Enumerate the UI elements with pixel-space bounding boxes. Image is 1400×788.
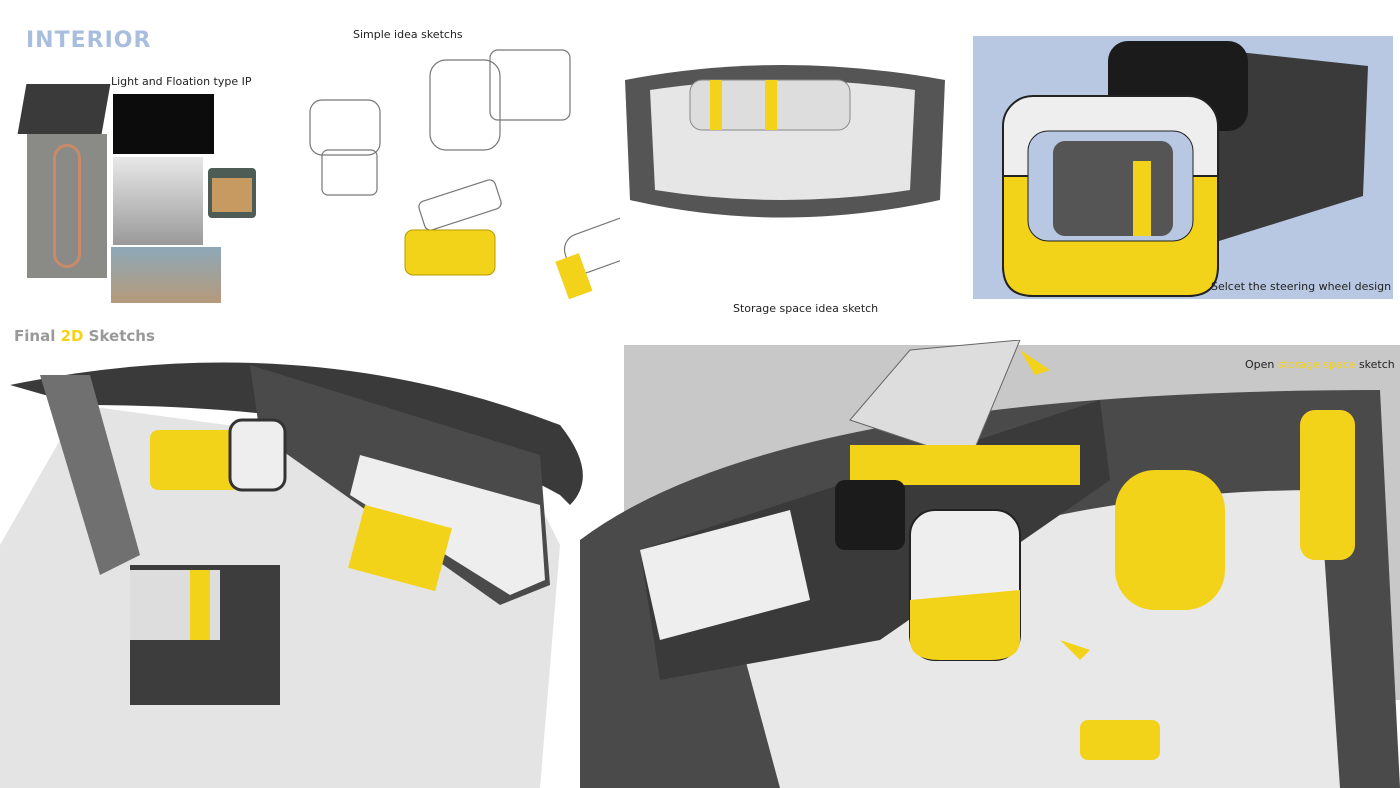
- moodboard-image-cabinet: [208, 168, 256, 240]
- final-sketches-title: Final 2D Sketchs: [14, 327, 155, 345]
- final-title-highlight: 2D: [60, 327, 84, 345]
- storage-idea-caption: Storage space idea sketch: [733, 302, 879, 315]
- dashboard-sketch-top: [625, 65, 945, 218]
- board-title: INTERIOR: [26, 28, 152, 53]
- idea-sketches: [309, 49, 620, 300]
- open-storage-part1: Open: [1245, 358, 1278, 371]
- open-storage-caption: Open storage space sketch: [1245, 358, 1395, 371]
- moodboard-image-bench: [111, 247, 221, 303]
- moodboard-image-device: [113, 157, 203, 245]
- moodboard-image-copper: [27, 134, 107, 278]
- moodboard-image-dark: [113, 94, 214, 154]
- final-title-part2: Sketchs: [83, 327, 155, 345]
- final-sketch-left: [0, 362, 583, 788]
- steering-wheel-render: [1002, 41, 1368, 297]
- open-storage-highlight: storage space: [1277, 358, 1356, 371]
- open-storage-part2: sketch: [1355, 358, 1395, 371]
- moodboard-caption: Light and Floation type IP: [111, 75, 252, 88]
- final-sketch-right: [580, 340, 1400, 788]
- simple-sketch-caption: Simple idea sketchs: [353, 28, 463, 41]
- steering-caption: Selcet the steering wheel design: [1211, 280, 1392, 293]
- steering-wheel-panel: Selcet the steering wheel design: [973, 36, 1393, 299]
- final-title-part1: Final: [14, 327, 61, 345]
- moodboard-image-tray: [17, 84, 111, 134]
